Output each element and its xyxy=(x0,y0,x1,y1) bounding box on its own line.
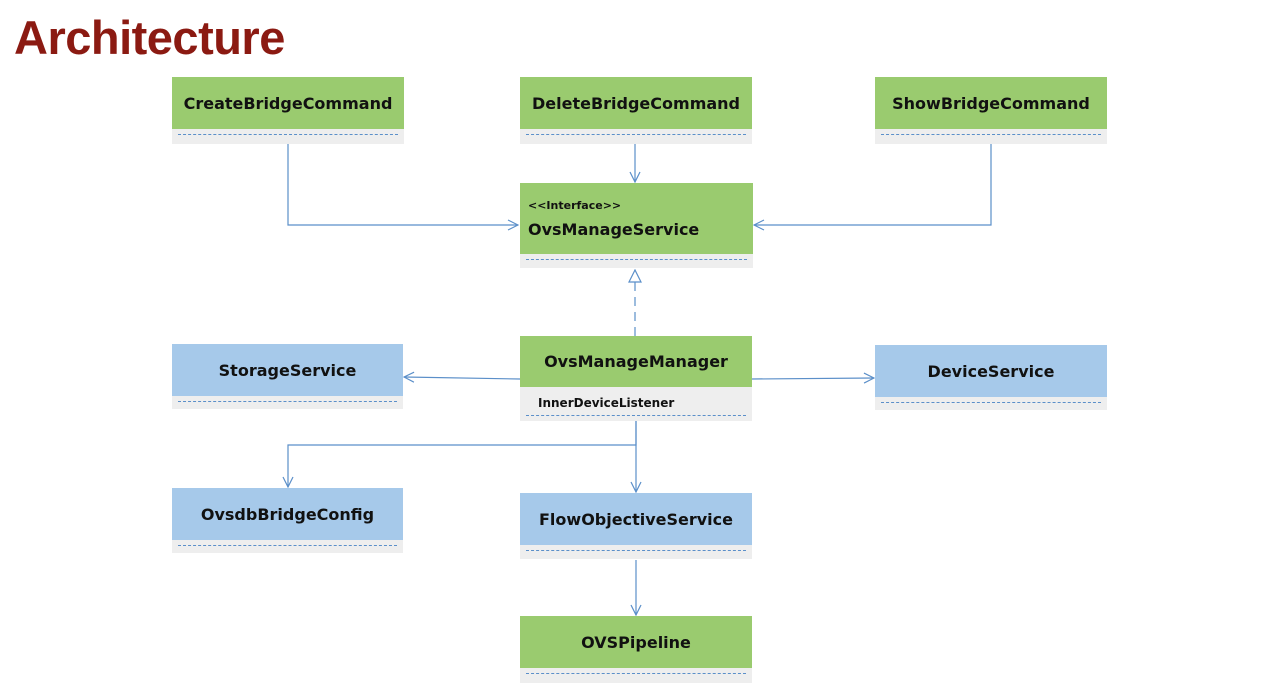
class-ovs-pipeline: OVSPipeline xyxy=(520,616,752,683)
class-delete-bridge-command: DeleteBridgeCommand xyxy=(520,77,752,144)
class-device-service: DeviceService xyxy=(875,345,1107,410)
edge-create-to-service xyxy=(287,144,518,225)
class-label: OVSPipeline xyxy=(520,616,752,668)
interface-label: OvsManageService xyxy=(528,219,700,239)
class-label: StorageService xyxy=(172,344,403,396)
class-storage-service: StorageService xyxy=(172,344,403,409)
class-label: FlowObjectiveService xyxy=(520,493,752,545)
interface-ovs-manage-service: <<Interface>> OvsManageService xyxy=(520,183,753,268)
class-label: OvsManageManager xyxy=(520,336,752,387)
class-label: CreateBridgeCommand xyxy=(172,77,404,129)
class-label: ShowBridgeCommand xyxy=(875,77,1107,129)
class-label: OvsdbBridgeConfig xyxy=(172,488,403,540)
class-ovs-manage-manager: OvsManageManager InnerDeviceListener xyxy=(520,336,752,421)
class-label: DeleteBridgeCommand xyxy=(520,77,752,129)
class-ovsdb-bridge-config: OvsdbBridgeConfig xyxy=(172,488,403,553)
page-title: Architecture xyxy=(14,11,285,64)
class-flow-objective-service: FlowObjectiveService xyxy=(520,493,752,559)
edge-show-to-service xyxy=(754,144,992,225)
interface-stereotype: <<Interface>> xyxy=(528,198,622,212)
edge-manager-to-ovsdb xyxy=(288,421,637,487)
class-label: DeviceService xyxy=(875,345,1107,397)
class-create-bridge-command: CreateBridgeCommand xyxy=(172,77,404,144)
edge-manager-to-storage xyxy=(404,377,521,379)
edge-manager-to-device xyxy=(751,378,874,379)
class-member: InnerDeviceListener xyxy=(538,396,675,410)
class-show-bridge-command: ShowBridgeCommand xyxy=(875,77,1107,144)
